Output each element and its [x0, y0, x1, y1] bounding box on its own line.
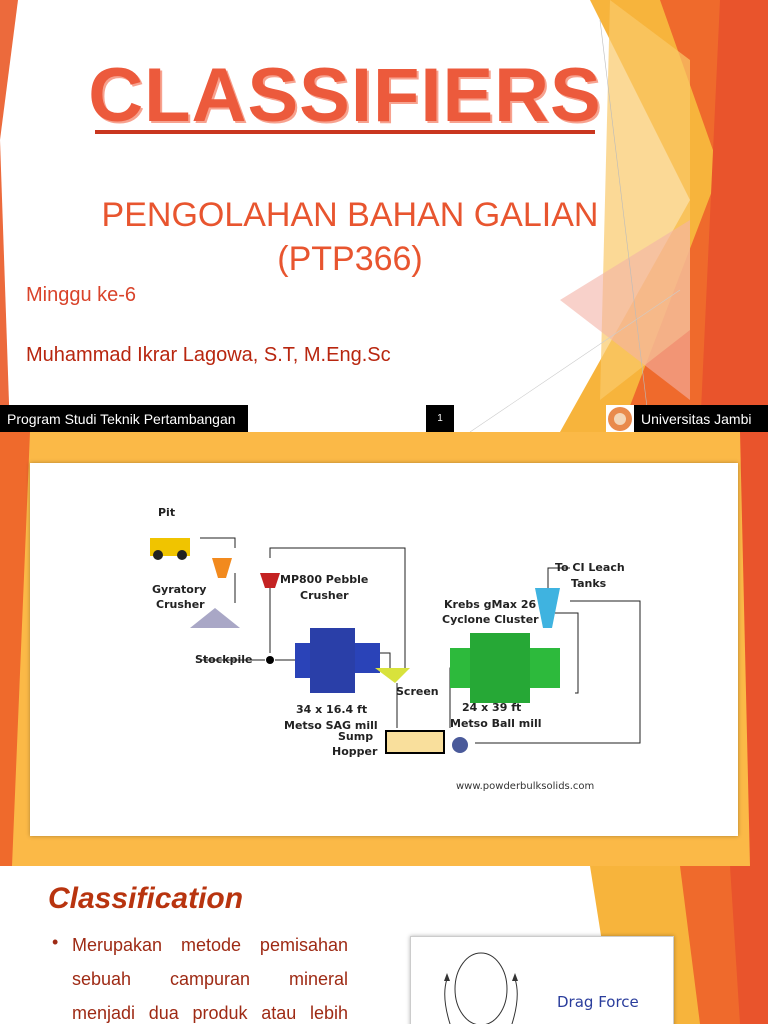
diagram-slide: Pit Gyratory Crusher Stockpile MP800 Peb…	[0, 432, 768, 866]
label-sump-1: Sump	[338, 730, 373, 743]
decorative-triangles	[0, 0, 768, 432]
label-screen: Screen	[396, 685, 439, 698]
title-slide: CLASSIFIERS PENGOLAHAN BAHAN GALIAN (PTP…	[0, 0, 768, 432]
slide-title: CLASSIFIERS	[88, 53, 602, 138]
label-cyclone-2: Cyclone Cluster	[442, 613, 539, 626]
label-ball-2: Metso Ball mill	[450, 717, 542, 730]
bullet-icon: •	[52, 932, 59, 952]
label-sag-1: 34 x 16.4 ft	[296, 703, 367, 716]
image-source: www.powderbulksolids.com	[456, 781, 594, 792]
footer-university: Universitas Jambi	[634, 405, 768, 432]
bullet-line-1: Merupakan metode pemisahan	[72, 935, 348, 955]
page-number: 1	[426, 405, 454, 432]
university-logo	[606, 405, 634, 432]
label-gyratory-2: Crusher	[156, 598, 205, 611]
slide-heading: Classification	[48, 882, 244, 915]
label-leach-1: To CI Leach	[555, 561, 625, 574]
label-stockpile: Stockpile	[195, 653, 252, 666]
label-gyratory-1: Gyratory	[152, 583, 206, 596]
classification-slide: Classification • Merupakan metode pemisa…	[0, 866, 768, 1024]
author-name: Muhammad Ikrar Lagowa, S.T, M.Eng.Sc	[26, 344, 391, 366]
process-flow-diagram: Pit Gyratory Crusher Stockpile MP800 Peb…	[30, 463, 738, 836]
label-pebble-2: Crusher	[300, 589, 349, 602]
decorative-edges	[0, 432, 768, 866]
footer-program: Program Studi Teknik Pertambangan	[0, 405, 248, 432]
week-label: Minggu ke-6	[26, 284, 137, 306]
title-underline	[95, 130, 595, 134]
subtitle-line2: (PTP366)	[277, 240, 423, 278]
drag-force-figure: Drag Force	[410, 936, 674, 1024]
label-ball-1: 24 x 39 ft	[462, 701, 521, 714]
label-leach-2: Tanks	[571, 577, 607, 590]
bullet-line-3: menjadi dua produk atau lebih	[72, 1003, 348, 1023]
label-pit: Pit	[158, 506, 175, 519]
bullet-line-2: sebuah campuran mineral	[72, 969, 348, 989]
label-cyclone-1: Krebs gMax 26	[444, 598, 536, 611]
label-pebble-1: MP800 Pebble	[280, 573, 368, 586]
label-sump-2: Hopper	[332, 745, 378, 758]
subtitle-line1: PENGOLAHAN BAHAN GALIAN	[101, 196, 599, 234]
drag-force-label: Drag Force	[557, 993, 639, 1011]
label-sag-2: Metso SAG mill	[284, 719, 378, 732]
